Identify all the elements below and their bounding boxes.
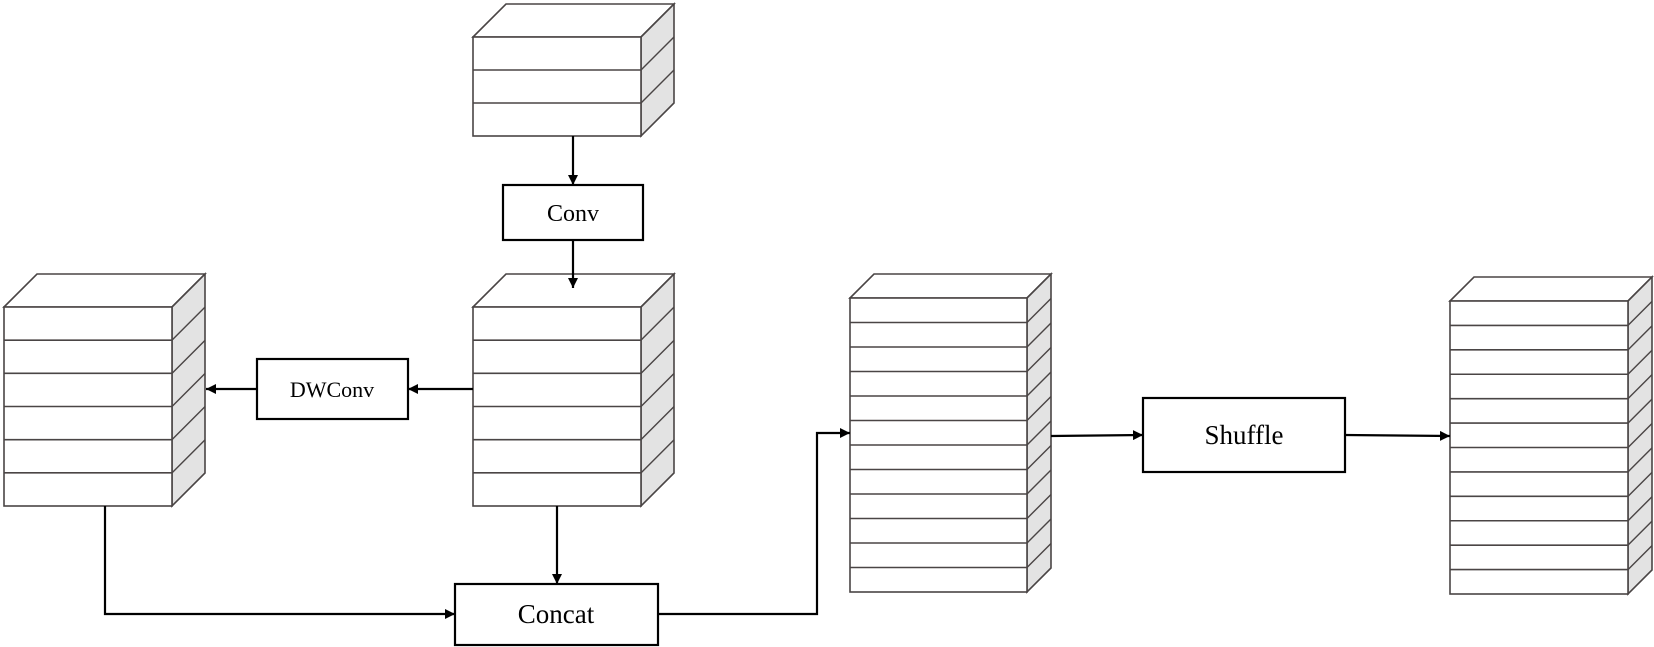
- layer-side-divider: [1026, 347, 1052, 372]
- feature-map-dwconv-out: [2, 272, 207, 508]
- layer-side-divider: [640, 373, 675, 407]
- layer-side-divider: [640, 306, 675, 341]
- layer-side-divider: [1627, 545, 1653, 571]
- layer-side-divider: [640, 439, 675, 474]
- feature-map-concat-out: [848, 272, 1053, 594]
- edge-concatout-to-shuffle: [1050, 430, 1144, 441]
- layer-side-divider: [171, 439, 206, 474]
- feature-map-output: [1448, 275, 1654, 596]
- layer-side-divider: [1026, 371, 1052, 397]
- layer-side-divider: [1026, 543, 1052, 568]
- layer-side-divider: [171, 406, 206, 441]
- layer-side-divider: [640, 406, 675, 441]
- feature-map-input: [471, 2, 676, 138]
- stack-top-face: [848, 273, 1053, 299]
- dwconv-label: DWConv: [290, 377, 374, 402]
- shuffle-box: Shuffle: [1141, 396, 1347, 474]
- layer-side-divider: [171, 373, 206, 407]
- layer-side-divider: [1026, 494, 1052, 519]
- layer-side-divider: [1627, 349, 1653, 375]
- layer-side-divider: [1627, 398, 1653, 424]
- layer-side-divider: [1026, 445, 1052, 470]
- layer-side-divider: [1026, 518, 1052, 544]
- feature-map-conv-out: [471, 272, 676, 508]
- stack-top-face: [471, 3, 676, 38]
- concat-label: Concat: [518, 599, 595, 629]
- layer-side-divider: [1627, 520, 1653, 546]
- layer-side-divider: [640, 339, 675, 374]
- layer-side-divider: [1627, 325, 1653, 351]
- stack-top-face: [1448, 276, 1654, 302]
- layer-side-divider: [1026, 298, 1052, 323]
- layer-side-divider: [1627, 447, 1653, 473]
- layer-side-divider: [1026, 469, 1052, 495]
- layer-side-divider: [1627, 300, 1653, 326]
- concat-box: Concat: [453, 582, 660, 647]
- shuffle-label: Shuffle: [1205, 420, 1284, 450]
- edge-shuffle-to-output: [1344, 430, 1451, 441]
- layer-side-divider: [1026, 396, 1052, 421]
- conv-label: Conv: [547, 201, 599, 227]
- conv-box: Conv: [501, 183, 645, 242]
- edge-concat-to-concatout: [658, 428, 850, 616]
- layer-side-divider: [640, 69, 675, 104]
- stack-top-face: [2, 273, 207, 308]
- layer-side-divider: [171, 306, 206, 341]
- layer-side-divider: [1627, 374, 1653, 400]
- layer-side-divider: [1627, 496, 1653, 522]
- layer-side-divider: [640, 36, 675, 71]
- edge-dwconvout-to-concat: [103, 506, 455, 619]
- layer-side-divider: [171, 339, 206, 374]
- stack-front-face: [472, 36, 642, 137]
- layer-side-divider: [1627, 423, 1653, 448]
- layer-side-divider: [1026, 420, 1052, 446]
- layer-side-divider: [1627, 471, 1653, 497]
- layer-side-divider: [1026, 322, 1052, 348]
- dwconv-box: DWConv: [255, 357, 410, 421]
